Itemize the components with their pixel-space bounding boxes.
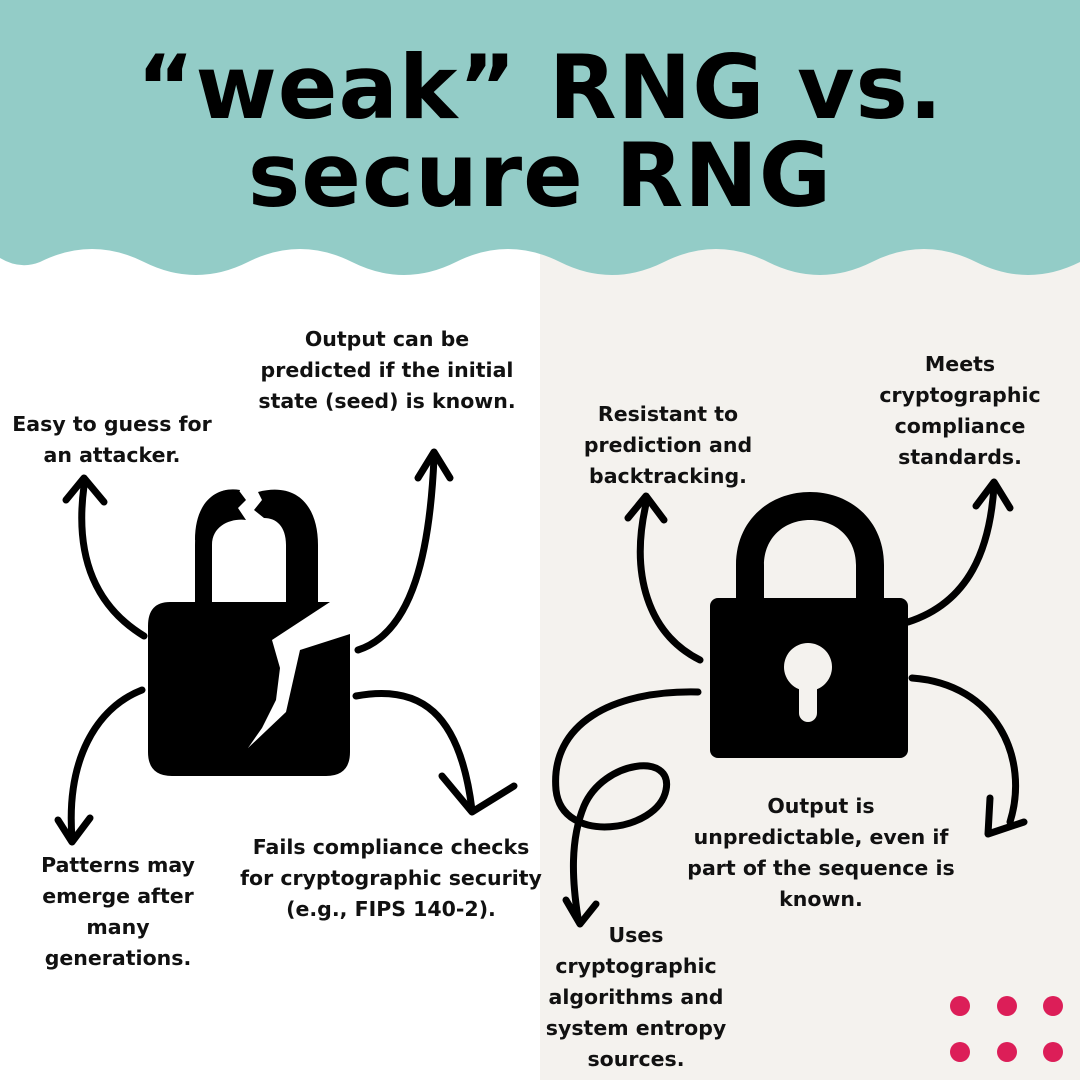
header-wave-background [0, 0, 1080, 275]
label-resistant-to-prediction: Resistant to prediction and backtracking… [583, 402, 753, 488]
broken-padlock-icon [148, 489, 350, 776]
arrow-to-unpredictable-label [908, 674, 1020, 826]
arrow-to-patterns-label [67, 686, 146, 842]
title-line-2: secure RNG [247, 124, 833, 227]
label-output-unpredictable: Output is unpredictable, even if part of… [687, 794, 955, 911]
arrow-to-resist-label [636, 500, 704, 664]
dot-grid-icon [950, 996, 1063, 1062]
padlock-icon [710, 492, 908, 758]
arrowhead-patterns [54, 814, 94, 846]
arrowhead-resist [624, 492, 668, 524]
label-predictable-seed: Output can be predicted if the initial s… [258, 327, 516, 413]
label-easy-to-guess: Easy to guess for an attacker. [12, 412, 212, 467]
arrow-to-meets-label [904, 482, 998, 626]
arrowhead-predict [414, 448, 454, 482]
page-title: “weak” RNG vs. secure RNG [0, 44, 1080, 220]
decor-dot [950, 1042, 970, 1062]
arrowhead-unpredictable [984, 794, 1028, 838]
arrow-to-predict-label [354, 454, 438, 654]
label-fails-compliance: Fails compliance checks for cryptographi… [240, 835, 542, 921]
decor-dot [997, 1042, 1017, 1062]
label-patterns-emerge: Patterns may emerge after many generatio… [41, 853, 195, 970]
arrowhead-meets [972, 478, 1014, 512]
decor-dot [997, 996, 1017, 1016]
arrowhead-easy [62, 474, 108, 506]
arrowhead-fails [438, 772, 518, 816]
arrow-to-fails-label [352, 689, 476, 814]
decor-dot [950, 996, 970, 1016]
arrow-to-easy-label [78, 482, 148, 640]
label-uses-algorithms: Uses cryptographic algorithms and system… [545, 923, 727, 1071]
title-line-1: “weak” RNG vs. [136, 36, 944, 139]
decor-dot [1043, 1042, 1063, 1062]
label-meets-standards: Meets cryptographic compliance standards… [879, 352, 1041, 469]
arrow-to-uses-label [552, 688, 702, 922]
arrowhead-uses [562, 896, 600, 928]
decor-dot [1043, 996, 1063, 1016]
